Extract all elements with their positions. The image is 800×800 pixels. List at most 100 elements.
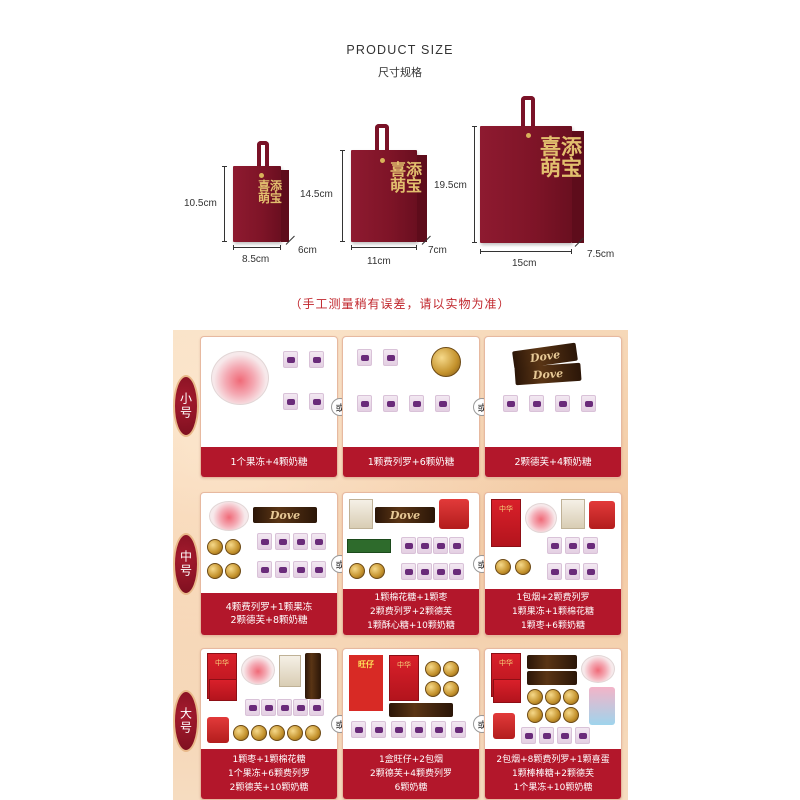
milk-candy [409, 395, 424, 412]
date-item [207, 717, 229, 743]
size-tab-small: 小号 [173, 375, 199, 437]
size-tab-medium: 中号 [173, 533, 199, 595]
milk-candy [431, 721, 446, 738]
milk-candy [357, 349, 372, 366]
ferrero-item [207, 539, 223, 555]
bag-body [233, 166, 281, 242]
milk-candy [311, 533, 326, 550]
option-caption: 1个果冻+4颗奶糖 [201, 447, 337, 477]
milk-candy [583, 537, 598, 554]
ferrero-item [425, 681, 441, 697]
milk-candy [275, 533, 290, 550]
ferrero-item [515, 559, 531, 575]
milk-candy [245, 699, 260, 716]
milk-candy [555, 395, 570, 412]
ferrero-item [563, 707, 579, 723]
height-line [222, 166, 227, 242]
date-item [589, 501, 615, 529]
milk-candy [383, 349, 398, 366]
milk-candy [417, 563, 432, 580]
bag-brand-text: 喜添萌宝 [390, 160, 423, 195]
ferrero-item [563, 689, 579, 705]
option-caption: 1盒旺仔+2包烟 2颗德芙+4颗费列罗 6颗奶糖 [343, 749, 479, 799]
bag-side [281, 170, 289, 242]
option-card[interactable]: 1个果冻+4颗奶糖 [200, 336, 338, 478]
bag-handle [375, 124, 389, 154]
dove-chocolate [527, 655, 577, 669]
size-tab-large: 大号 [173, 690, 199, 752]
date-item [439, 499, 469, 529]
option-card[interactable]: 中华 1颗枣+1颗棉花糖 1个果冻+6颗费列罗 2颗德芙+10颗奶糖 [200, 648, 338, 800]
bag-large-depth: 7.5cm [587, 249, 615, 260]
milk-candy [575, 727, 590, 744]
milk-candy [435, 395, 450, 412]
milk-candy [547, 563, 562, 580]
bag-large-width: 15cm [512, 258, 537, 269]
milk-candy [293, 699, 308, 716]
option-caption: 1颗费列罗+6颗奶糖 [343, 447, 479, 477]
bag-small-depth: 6cm [298, 245, 317, 256]
option-card[interactable]: Dove 1颗棉花糖+1颗枣 2颗费列罗+2颗德芙 1颗酥心糖+10颗奶糖 [342, 492, 480, 636]
milk-candy [277, 699, 292, 716]
milk-candy [309, 393, 324, 410]
milk-candy [401, 537, 416, 554]
ferrero-item [225, 539, 241, 555]
ferrero-item [287, 725, 303, 741]
ferrero-item [369, 563, 385, 579]
bag-handle [521, 96, 535, 130]
width-line [233, 245, 281, 250]
option-card[interactable]: Dove Dove 2颗德芙+4颗奶糖 [484, 336, 622, 478]
milk-candy [449, 563, 464, 580]
width-line [480, 249, 572, 254]
milk-candy [539, 727, 554, 744]
milk-candy [581, 395, 596, 412]
milk-candy [283, 351, 298, 368]
bag-medium-depth: 7cm [428, 245, 447, 256]
ferrero-item [527, 689, 543, 705]
ferrero-item [545, 707, 561, 723]
lollipop-item [589, 687, 615, 725]
jelly-item [211, 351, 269, 405]
milk-candy [371, 721, 386, 738]
ferrero-item [207, 563, 223, 579]
milk-candy [309, 699, 324, 716]
cotton-candy [279, 655, 301, 687]
milk-candy [309, 351, 324, 368]
bag-large-height: 19.5cm [434, 180, 467, 191]
milk-candy [391, 721, 406, 738]
milk-candy [547, 537, 562, 554]
dove-chocolate: Dove [514, 362, 582, 386]
ferrero-item [233, 725, 249, 741]
ferrero-item [269, 725, 285, 741]
milk-candy [557, 727, 572, 744]
option-caption: 2颗德芙+4颗奶糖 [485, 447, 621, 477]
milk-candy [451, 721, 466, 738]
zhonghua-cigarette: 中华 [389, 655, 419, 701]
ferrero-item [251, 725, 267, 741]
milk-candy [433, 563, 448, 580]
option-card[interactable]: 中华 2包烟+8颗费列罗+1颗喜蛋 1颗棒棒糖+2颗德芙 1个果冻+10颗奶糖 [484, 648, 622, 800]
measurement-note: （手工测量稍有误差，请以实物为准） [289, 297, 511, 311]
bag-brand-text: 喜添萌宝 [540, 134, 582, 180]
bag-small-width: 8.5cm [242, 254, 270, 265]
ferrero-item [527, 707, 543, 723]
bag-body [480, 126, 572, 243]
milk-candy [357, 395, 372, 412]
milk-candy [351, 721, 366, 738]
bag-handle [257, 141, 269, 167]
cotton-candy [561, 499, 585, 529]
height-line [340, 150, 345, 242]
option-card[interactable]: 1颗费列罗+6颗奶糖 [342, 336, 480, 478]
bag-stud [526, 133, 531, 138]
bag-stud [259, 173, 264, 178]
option-card[interactable]: Dove 4颗费列罗+1颗果冻 2颗德芙+8颗奶糖 [200, 492, 338, 636]
option-card[interactable]: 中华 1包烟+2颗费列罗 1颗果冻+1颗棉花糖 1颗枣+6颗奶糖 [484, 492, 622, 636]
dove-chocolate: Dove [253, 507, 317, 523]
milk-candy [583, 563, 598, 580]
milk-candy [257, 533, 272, 550]
jelly-item [525, 503, 557, 533]
option-card[interactable]: 旺仔 中华 1盒旺仔+2包烟 2颗德芙+4颗费列罗 6颗奶糖 [342, 648, 480, 800]
milk-candy [433, 537, 448, 554]
milk-candy [311, 561, 326, 578]
milk-candy [257, 561, 272, 578]
